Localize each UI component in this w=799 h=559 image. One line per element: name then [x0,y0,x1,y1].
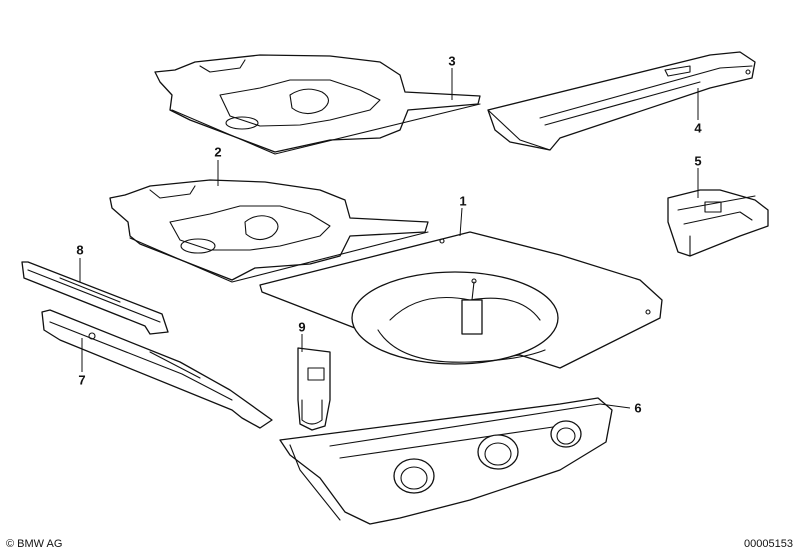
part-4-longitudinal-member[interactable] [487,51,756,151]
part-8-cross-member-upper[interactable] [21,261,169,335]
callout-7[interactable]: 7 [78,372,86,388]
part-6-side-panel[interactable] [279,397,613,525]
part-1-spare-wheel-well[interactable] [259,231,663,369]
leader-6 [599,403,631,409]
copyright-text: © BMW AG [6,538,63,550]
callout-1[interactable]: 1 [459,193,467,209]
leader-1 [459,207,463,237]
callout-8[interactable]: 8 [76,242,84,258]
part-3-floor-panel-upper[interactable] [154,54,481,155]
callout-5[interactable]: 5 [694,153,702,169]
document-number: 00005153 [744,538,793,550]
callout-3[interactable]: 3 [448,53,456,69]
part-2-floor-panel-lower[interactable] [109,179,429,283]
part-9-clip[interactable] [297,347,331,431]
callout-9[interactable]: 9 [298,319,306,335]
part-5-bracket[interactable] [667,189,769,257]
part-7-cross-member-lower[interactable] [41,309,273,429]
callout-6[interactable]: 6 [634,400,642,416]
callout-4[interactable]: 4 [694,120,702,136]
callout-2[interactable]: 2 [214,144,222,160]
